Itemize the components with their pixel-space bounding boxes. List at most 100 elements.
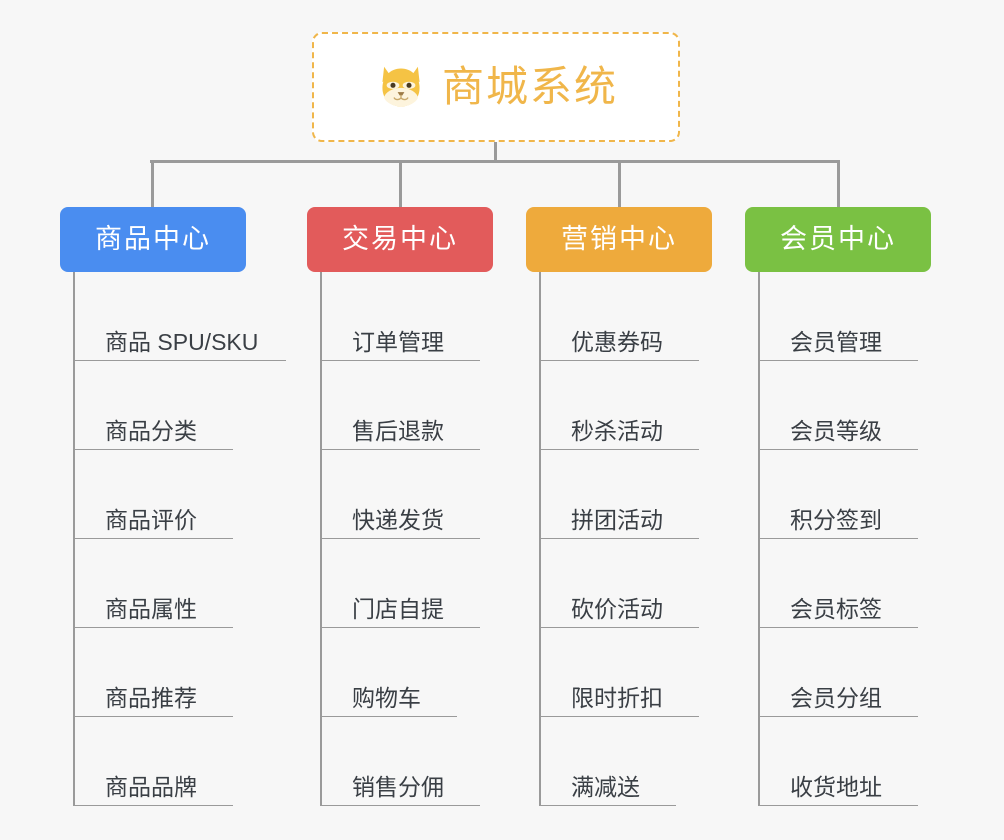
leaf-label: 快递发货 [352, 507, 444, 533]
category-label: 交易中心 [342, 224, 458, 254]
leaf-label: 销售分佣 [352, 774, 444, 800]
connector-root-stem [494, 142, 497, 162]
leaf-label: 商品评价 [105, 507, 197, 533]
leaf-label: 拼团活动 [571, 507, 663, 533]
leaf-label: 门店自提 [352, 596, 444, 622]
leaf-underline [758, 449, 918, 450]
leaf-underline [320, 805, 480, 806]
leaf-item[interactable]: 商品评价 [73, 450, 258, 539]
leaf-underline [320, 360, 480, 361]
leaf-underline [320, 538, 480, 539]
leaf-label: 砍价活动 [571, 596, 663, 622]
leaf-item[interactable]: 销售分佣 [320, 717, 480, 806]
leaf-underline [320, 449, 480, 450]
leaf-item[interactable]: 会员分组 [758, 628, 918, 717]
leaf-underline [758, 805, 918, 806]
leaf-underline [539, 716, 699, 717]
leaf-underline [320, 627, 480, 628]
category-label: 营销中心 [561, 224, 677, 254]
leaf-item[interactable]: 购物车 [320, 628, 457, 717]
leaf-item[interactable]: 拼团活动 [539, 450, 699, 539]
leaf-list: 商品 SPU/SKU 商品分类 商品评价 商品属性 商品推荐 商品品牌 [73, 272, 286, 806]
leaf-item[interactable]: 商品 SPU/SKU [73, 272, 286, 361]
leaf-item[interactable]: 收货地址 [758, 717, 918, 806]
category-column-member-center: 会员中心 会员管理 会员等级 积分签到 会员标签 会员分组 [745, 207, 931, 806]
leaf-underline [758, 716, 918, 717]
leaf-item[interactable]: 订单管理 [320, 272, 480, 361]
leaf-item[interactable]: 会员等级 [758, 361, 918, 450]
leaf-label: 限时折扣 [571, 685, 663, 711]
root-title: 商城系统 [441, 63, 618, 110]
leaf-item[interactable]: 会员标签 [758, 539, 918, 628]
leaf-underline [320, 716, 457, 717]
category-label: 商品中心 [95, 224, 211, 254]
leaf-underline [73, 716, 233, 717]
connector-drop-marketing-center [618, 160, 621, 207]
leaf-item[interactable]: 快递发货 [320, 450, 480, 539]
column-spine [73, 272, 75, 806]
leaf-underline [539, 449, 699, 450]
leaf-label: 商品属性 [105, 596, 197, 622]
leaf-underline [758, 538, 918, 539]
leaf-label: 商品 SPU/SKU [105, 329, 259, 355]
connector-drop-product-center [151, 160, 154, 207]
leaf-item[interactable]: 商品品牌 [73, 717, 258, 806]
leaf-item[interactable]: 门店自提 [320, 539, 480, 628]
leaf-label: 秒杀活动 [571, 418, 663, 444]
category-header-trade-center[interactable]: 交易中心 [307, 207, 493, 272]
leaf-list: 会员管理 会员等级 积分签到 会员标签 会员分组 收货地址 [758, 272, 918, 806]
leaf-item[interactable]: 限时折扣 [539, 628, 699, 717]
leaf-underline [73, 360, 286, 361]
leaf-item[interactable]: 积分签到 [758, 450, 918, 539]
shiba-dog-face-icon [382, 66, 420, 107]
leaf-item[interactable]: 砍价活动 [539, 539, 699, 628]
leaf-label: 会员管理 [790, 329, 882, 355]
leaf-label: 满减送 [571, 774, 640, 800]
column-spine [758, 272, 760, 806]
leaf-underline [539, 538, 699, 539]
leaf-list: 订单管理 售后退款 快递发货 门店自提 购物车 销售分佣 [320, 272, 480, 806]
leaf-label: 商品推荐 [105, 685, 197, 711]
leaf-underline [73, 627, 233, 628]
leaf-item[interactable]: 商品属性 [73, 539, 258, 628]
leaf-underline [73, 805, 233, 806]
leaf-underline [758, 360, 918, 361]
column-spine [320, 272, 322, 806]
connector-drop-member-center [837, 160, 840, 207]
connector-horizontal-bus [150, 160, 840, 163]
leaf-underline [539, 360, 699, 361]
connector-drop-trade-center [399, 160, 402, 207]
leaf-label: 会员分组 [790, 685, 882, 711]
leaf-label: 会员等级 [790, 418, 882, 444]
leaf-item[interactable]: 秒杀活动 [539, 361, 699, 450]
leaf-label: 收货地址 [790, 774, 882, 800]
leaf-label: 商品分类 [105, 418, 197, 444]
leaf-label: 售后退款 [352, 418, 444, 444]
leaf-label: 会员标签 [790, 596, 882, 622]
leaf-item[interactable]: 商品分类 [73, 361, 258, 450]
leaf-item[interactable]: 满减送 [539, 717, 676, 806]
leaf-underline [73, 449, 233, 450]
category-column-product-center: 商品中心 商品 SPU/SKU 商品分类 商品评价 商品属性 商品推荐 [60, 207, 286, 806]
leaf-underline [539, 805, 676, 806]
leaf-label: 优惠券码 [571, 329, 663, 355]
leaf-label: 商品品牌 [105, 774, 197, 800]
leaf-item[interactable]: 商品推荐 [73, 628, 258, 717]
column-spine [539, 272, 541, 806]
leaf-item[interactable]: 会员管理 [758, 272, 918, 361]
leaf-underline [73, 538, 233, 539]
leaf-underline [539, 627, 699, 628]
leaf-label: 订单管理 [352, 329, 444, 355]
category-header-marketing-center[interactable]: 营销中心 [526, 207, 712, 272]
leaf-list: 优惠券码 秒杀活动 拼团活动 砍价活动 限时折扣 满减送 [539, 272, 699, 806]
category-label: 会员中心 [780, 224, 896, 254]
leaf-label: 购物车 [352, 685, 421, 711]
root-node[interactable]: 商城系统 [312, 32, 680, 142]
category-column-marketing-center: 营销中心 优惠券码 秒杀活动 拼团活动 砍价活动 限时折扣 [526, 207, 712, 806]
category-header-member-center[interactable]: 会员中心 [745, 207, 931, 272]
category-header-product-center[interactable]: 商品中心 [60, 207, 246, 272]
leaf-item[interactable]: 售后退款 [320, 361, 480, 450]
category-column-trade-center: 交易中心 订单管理 售后退款 快递发货 门店自提 购物车 [307, 207, 493, 806]
leaf-item[interactable]: 优惠券码 [539, 272, 699, 361]
